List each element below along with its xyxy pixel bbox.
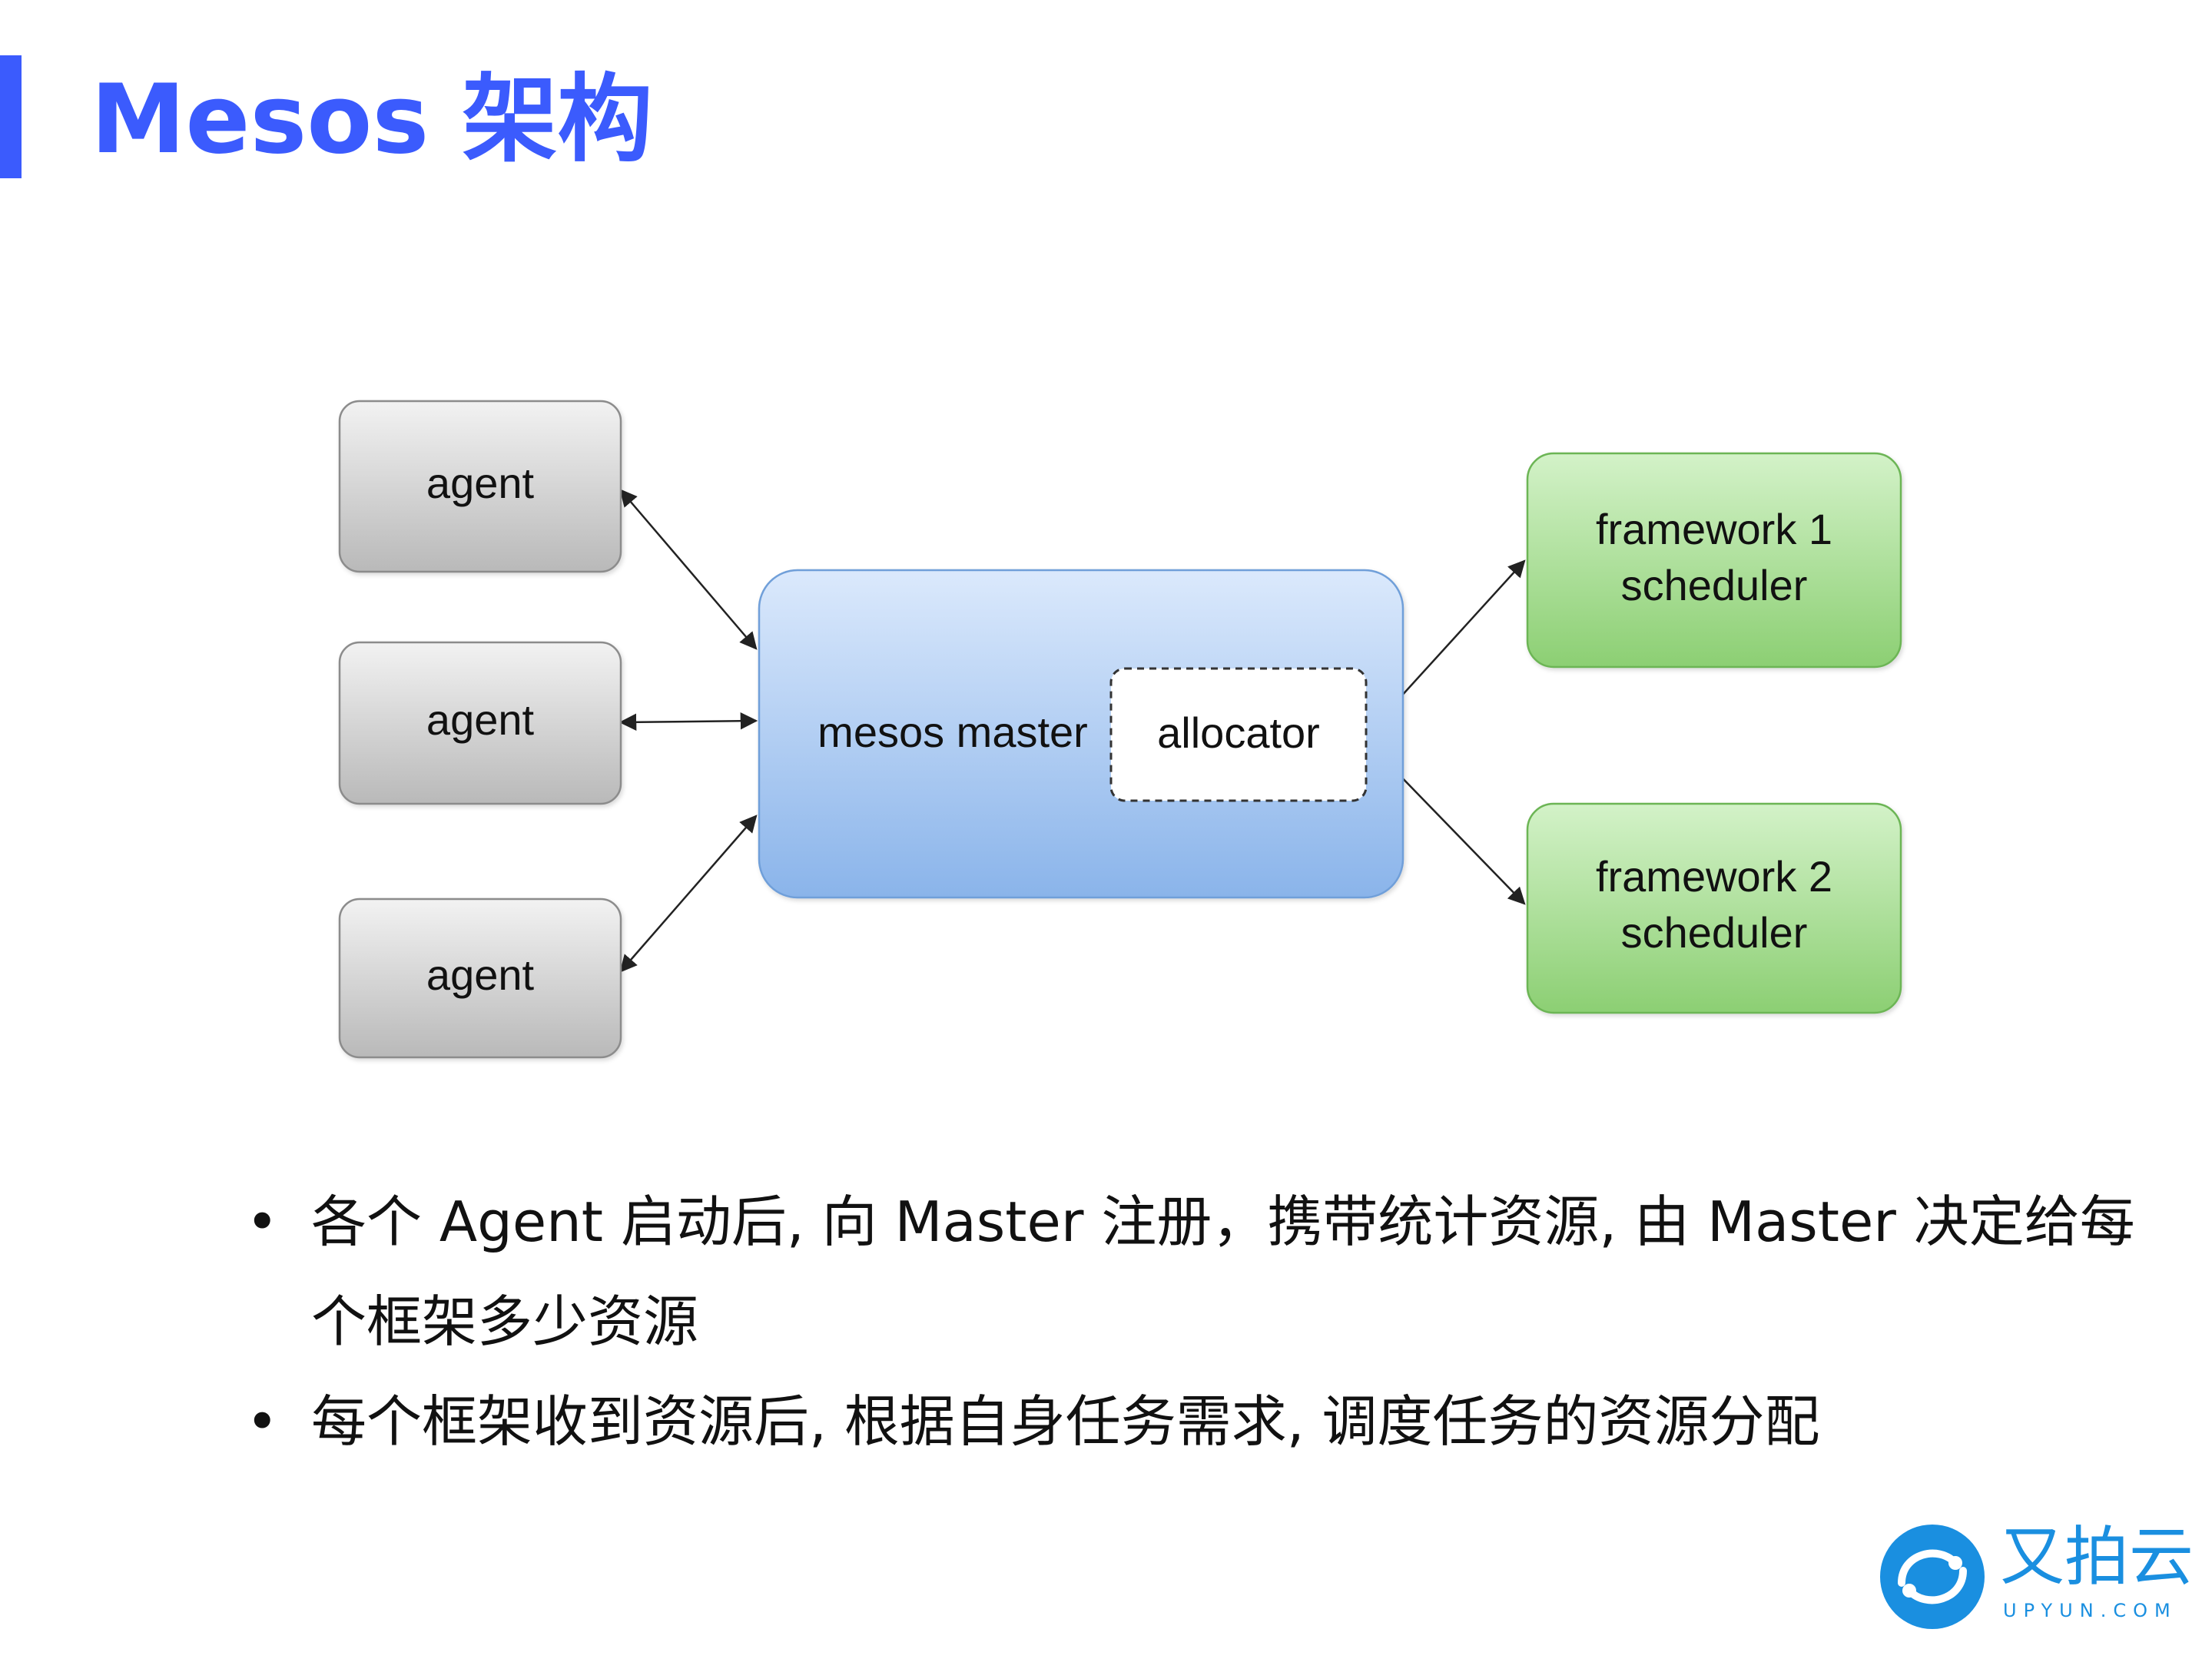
arrow-agent1-master (619, 489, 758, 650)
logo-brand-text: 又拍云 (2000, 1519, 2194, 1594)
arrow-agent2-master (618, 712, 758, 732)
bullet-item: • 各个 Agent 启动后, 向 Master 注册，携带统计资源, 由 Ma… (230, 1172, 2151, 1372)
bullet-list: • 各个 Agent 启动后, 向 Master 注册，携带统计资源, 由 Ma… (230, 1172, 2151, 1472)
framework-node-2: framework 2 scheduler (1526, 802, 1902, 1014)
upyun-logo-icon (1880, 1525, 1985, 1629)
framework-label-line2: scheduler (1621, 561, 1808, 609)
upyun-logo: 又拍云 UPYUN.COM (1879, 1523, 2194, 1638)
arrow-agent3-master (619, 815, 758, 973)
allocator-label: allocator (1157, 708, 1320, 757)
mesos-architecture-diagram: agent agent agent mesos master allocator… (338, 400, 1902, 1059)
bullet-item: • 每个框架收到资源后, 根据自身任务需求, 调度任务的资源分配 (230, 1372, 2151, 1472)
bullet-dot-icon: • (246, 1389, 279, 1454)
framework-label-line1: framework 2 (1596, 852, 1832, 901)
bullet-text: 每个框架收到资源后, 根据自身任务需求, 调度任务的资源分配 (311, 1389, 1820, 1454)
framework-label-line1: framework 1 (1596, 505, 1832, 553)
agent-node-1: agent (338, 400, 622, 573)
allocator-node: allocator (1109, 667, 1368, 802)
agent-label: agent (426, 951, 535, 999)
agent-node-3: agent (338, 898, 622, 1059)
framework-label-line2: scheduler (1621, 908, 1808, 957)
bullet-text: 各个 Agent 启动后, 向 Master 注册，携带统计资源, 由 Mast… (311, 1190, 2135, 1354)
agent-label: agent (426, 695, 535, 744)
agent-node-2: agent (338, 641, 622, 805)
agent-label: agent (426, 459, 535, 507)
logo-sub-text: UPYUN.COM (2003, 1600, 2177, 1621)
framework-node-1: framework 1 scheduler (1526, 452, 1902, 669)
master-label: mesos master (817, 708, 1088, 756)
slide-title: Mesos 架构 (91, 65, 653, 175)
title-accent-bar (0, 55, 22, 178)
bullet-dot-icon: • (246, 1190, 279, 1254)
mesos-master-node: mesos master (758, 569, 1404, 899)
